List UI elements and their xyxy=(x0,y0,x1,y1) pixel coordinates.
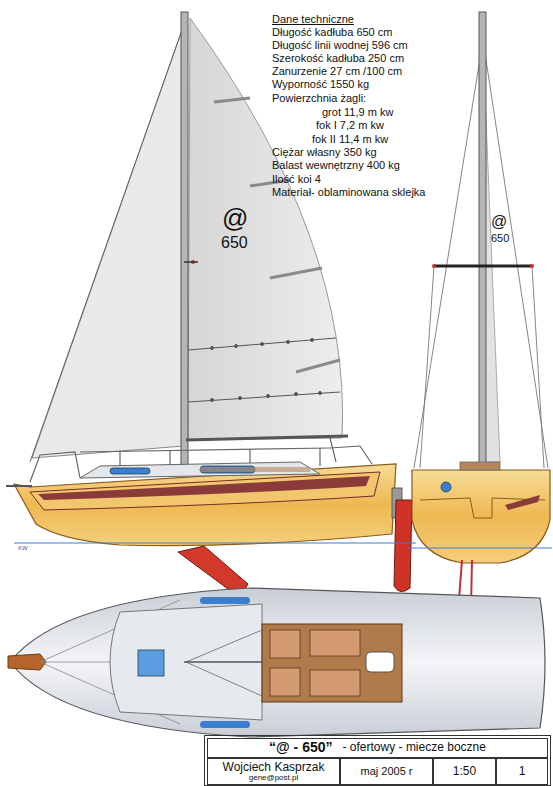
sail-mark: 650 xyxy=(491,232,509,245)
spec-line: Materiał- oblaminowana sklejka xyxy=(272,186,425,199)
cell-text: maj 2005 r xyxy=(361,765,413,777)
cell-text: gene@post.pl xyxy=(249,774,299,783)
spec-line: Zanurzenie 27 cm /100 cm xyxy=(272,65,402,78)
reef-line xyxy=(188,338,340,402)
spec-line: Wyporność 1550 kg xyxy=(272,78,369,91)
scale-cell: 1:50 xyxy=(433,758,496,785)
title-cell: “@ - 650” - ofertowy - miecze boczne xyxy=(207,738,548,758)
leeboard xyxy=(178,546,248,592)
spreader xyxy=(434,265,532,268)
sail-mark: @ xyxy=(491,213,507,231)
spec-line: fok II 11,4 m kw xyxy=(312,133,388,146)
hull-front xyxy=(412,470,550,563)
spec-line: Dane techniczne xyxy=(272,13,354,26)
spec-line: Długość kadłuba 650 cm xyxy=(272,26,392,39)
spec-line: Długość linii wodnej 596 cm xyxy=(272,39,408,52)
date-cell: maj 2005 r xyxy=(340,758,433,785)
cell-text: 1 xyxy=(519,765,526,778)
waterline-label: KW xyxy=(18,545,28,552)
sheet-cell: 1 xyxy=(496,758,548,785)
sail-mark: @ xyxy=(222,204,248,234)
cell-text: - ofertowy - miecze boczne xyxy=(343,741,486,754)
cell-text: Wojciech Kasprzak xyxy=(223,761,325,774)
rudder xyxy=(394,500,412,592)
spec-line: Ilość koi 4 xyxy=(272,173,321,186)
hull-plan xyxy=(10,588,545,737)
waterline xyxy=(14,542,416,543)
sail-mark: 650 xyxy=(221,234,248,252)
spec-line: grot 11,9 m kw xyxy=(322,106,393,119)
spec-line: Balast wewnętrzny 400 kg xyxy=(272,159,400,172)
mast xyxy=(181,12,188,474)
cell-text: 1:50 xyxy=(453,765,476,778)
cockpit xyxy=(262,624,402,702)
author-cell: Wojciech Kasprzakgene@post.pl xyxy=(207,758,340,785)
spec-line: fok I 7,2 m kw xyxy=(316,119,384,132)
spec-line: Powierzchnia żagli: xyxy=(272,92,366,105)
spec-line: Ciężar własny 350 kg xyxy=(272,146,377,159)
spec-line: Szerokość kadłuba 250 cm xyxy=(272,52,404,65)
cell-text: “@ - 650” xyxy=(269,740,332,755)
